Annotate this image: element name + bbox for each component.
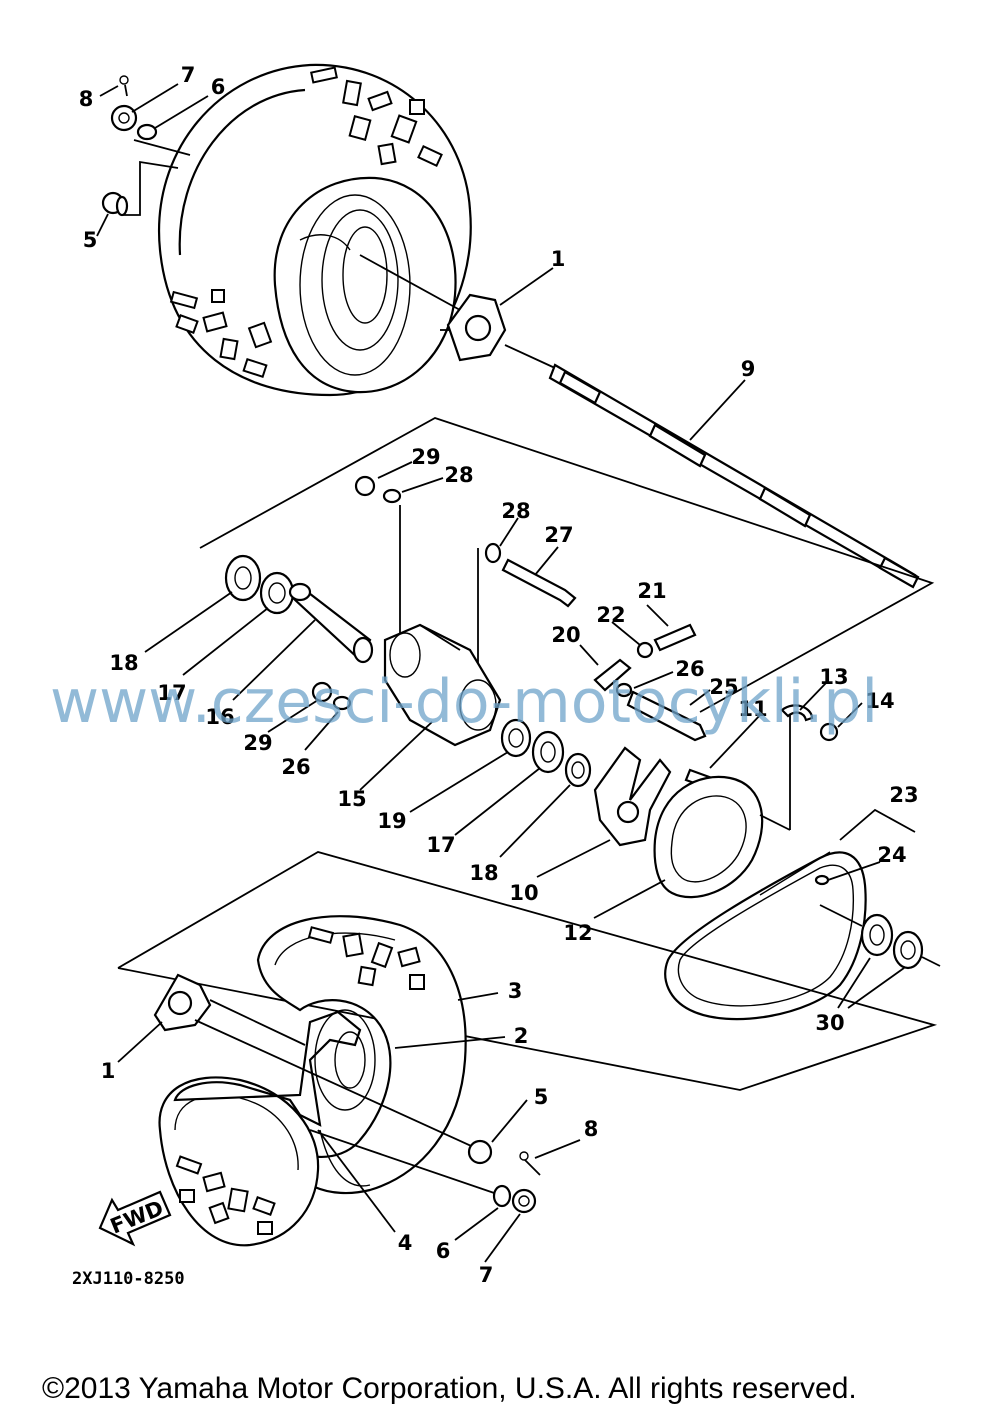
chain-clip	[759, 704, 839, 831]
callout-8: 8	[584, 1117, 599, 1141]
sprocket	[653, 775, 764, 899]
callout-5: 5	[83, 228, 98, 252]
callout-22: 22	[596, 603, 625, 627]
middle-assembly-outline	[199, 417, 935, 713]
callout-17: 17	[157, 681, 186, 705]
callout-1: 1	[551, 247, 566, 271]
callout-12: 12	[563, 921, 592, 945]
copyright-notice: ©2013 Yamaha Motor Corporation, U.S.A. A…	[42, 1372, 857, 1405]
axle-nuts	[819, 904, 941, 970]
callout-23: 23	[889, 783, 918, 807]
callout-27: 27	[544, 523, 573, 547]
callouts: 8 7 6 5 1 9 29 28 28 27 21 22 20 26 25 1…	[79, 63, 919, 1287]
callout-18: 18	[109, 651, 138, 675]
callout-29: 29	[243, 731, 272, 755]
callout-8: 8	[79, 87, 94, 111]
callout-7: 7	[479, 1263, 494, 1287]
lower-wheel-fasteners	[467, 1139, 541, 1214]
callout-2: 2	[514, 1024, 529, 1048]
callout-29: 29	[411, 445, 440, 469]
left-small-fasteners	[311, 681, 352, 711]
callout-1: 1	[101, 1059, 116, 1083]
callout-16: 16	[205, 705, 234, 729]
callout-6: 6	[211, 75, 226, 99]
sprocket-hub	[593, 746, 672, 847]
upper-wheel-fasteners	[101, 75, 191, 217]
watermark: www.czesci-do-motocykli.pl	[50, 667, 878, 737]
lower-assembly-outline	[117, 851, 938, 1091]
callout-26: 26	[281, 755, 310, 779]
callout-14: 14	[865, 689, 894, 713]
axle-housing	[383, 623, 502, 747]
callout-4: 4	[398, 1231, 413, 1255]
callout-20: 20	[551, 623, 580, 647]
drive-chain	[664, 851, 867, 1021]
callout-13: 13	[819, 665, 848, 689]
callout-5: 5	[534, 1085, 549, 1109]
leader-lines	[96, 83, 916, 1263]
rear-axle	[504, 344, 920, 589]
lower-hub	[153, 973, 501, 1196]
left-bearings	[224, 554, 374, 664]
callout-21: 21	[637, 579, 666, 603]
callout-28: 28	[501, 499, 530, 523]
callout-25: 25	[709, 675, 738, 699]
callout-24: 24	[877, 843, 906, 867]
lower-wheel	[158, 915, 467, 1247]
callout-26: 26	[675, 657, 704, 681]
callout-10: 10	[509, 881, 538, 905]
right-bearings	[500, 718, 592, 788]
upper-wheel	[157, 63, 472, 397]
callout-9: 9	[741, 357, 756, 381]
callout-17: 17	[426, 833, 455, 857]
fwd-arrow-icon: FWD	[98, 1190, 172, 1247]
callout-15: 15	[337, 787, 366, 811]
callout-19: 19	[377, 809, 406, 833]
callout-18: 18	[469, 861, 498, 885]
callout-3: 3	[508, 979, 523, 1003]
callout-11: 11	[738, 697, 767, 721]
callout-7: 7	[181, 63, 196, 87]
callout-30: 30	[815, 1011, 844, 1035]
upper-hub	[359, 254, 507, 362]
callout-28: 28	[444, 463, 473, 487]
part-code: 2XJ110-8250	[72, 1269, 185, 1289]
callout-6: 6	[436, 1239, 451, 1263]
